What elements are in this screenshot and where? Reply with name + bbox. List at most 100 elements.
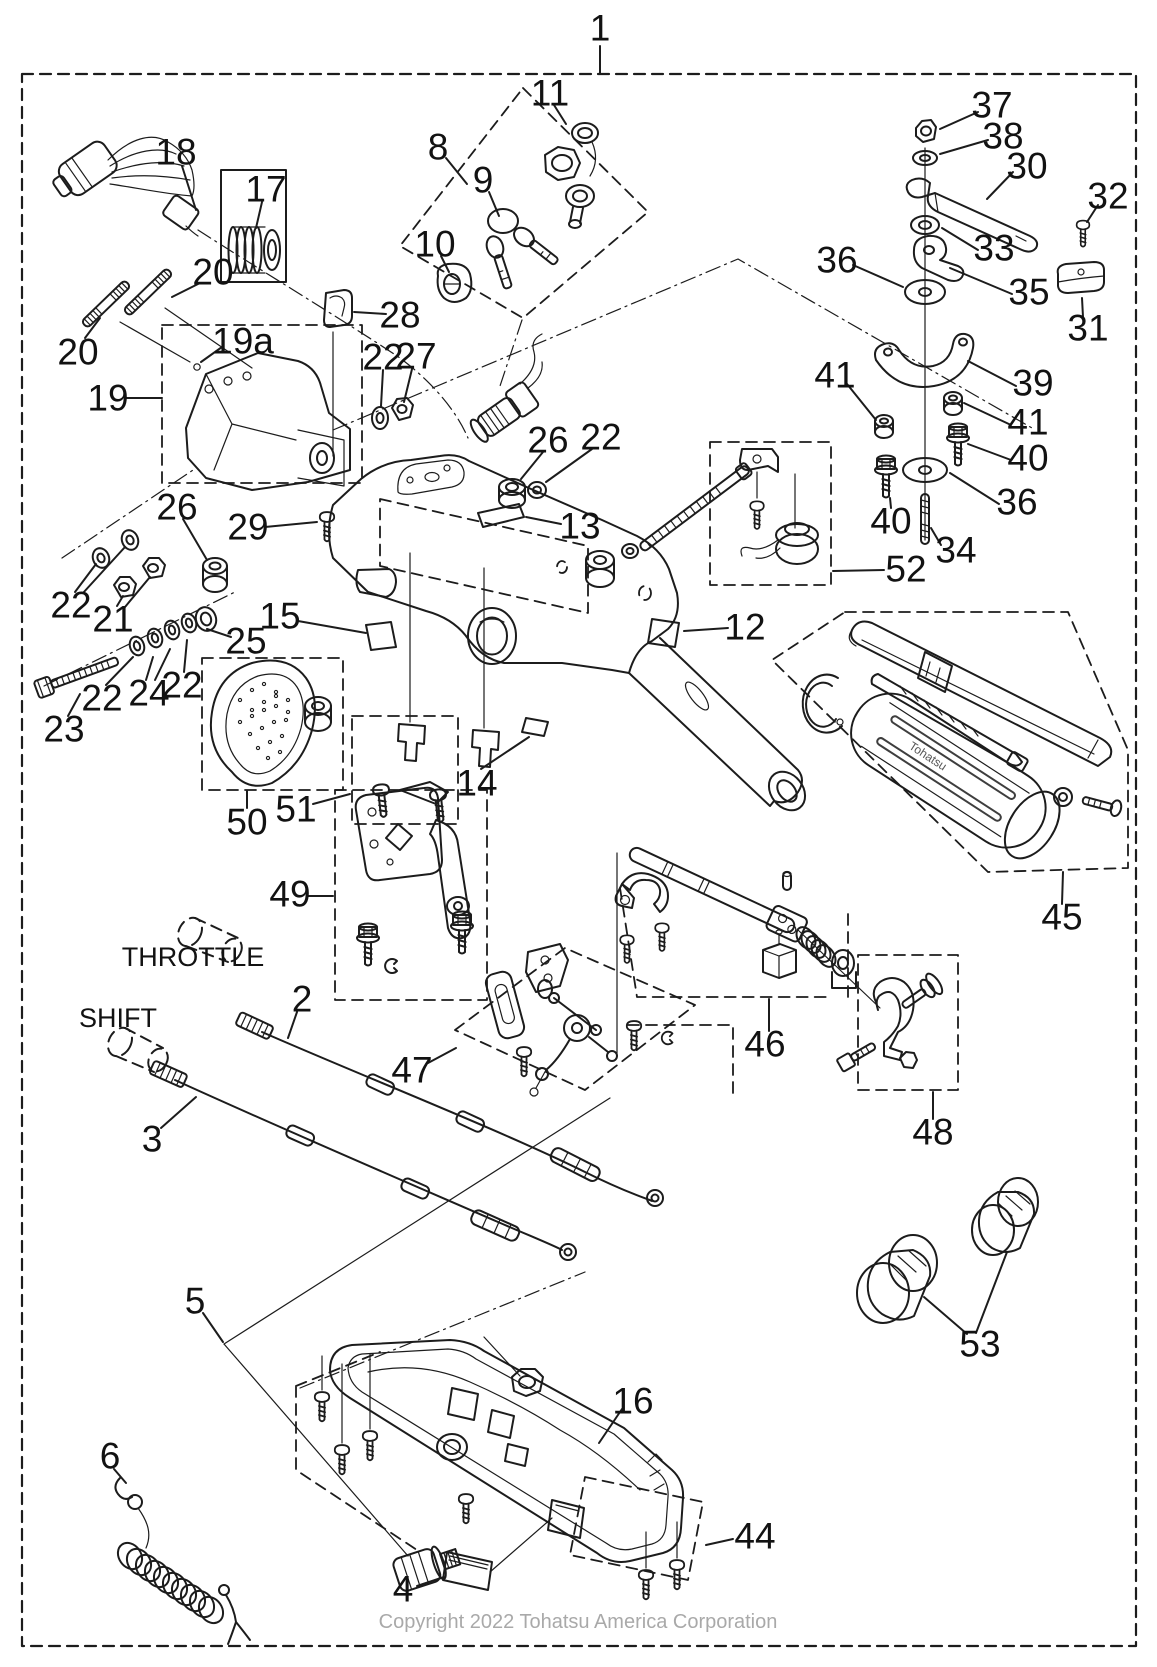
part-number-26: 26 <box>156 487 197 528</box>
left-fastener-cluster <box>33 529 228 699</box>
part-callout-48: 48 <box>912 1091 954 1153</box>
part-number-5: 5 <box>185 1281 206 1322</box>
cable-clamp <box>614 872 669 913</box>
grommet-17 <box>227 226 281 274</box>
cable-2 <box>235 1011 664 1207</box>
part-number-18: 18 <box>155 132 196 173</box>
lock-plug <box>392 1545 462 1592</box>
part-number-22: 22 <box>81 678 122 719</box>
washer-36-lower <box>902 457 948 483</box>
slider-block <box>762 929 797 979</box>
part-number-6: 6 <box>100 1436 121 1477</box>
part-number-32: 32 <box>1087 176 1128 217</box>
part-callout-28: 28 <box>353 295 421 336</box>
copyright-text: Copyright 2022 Tohatsu America Corporati… <box>379 1611 778 1633</box>
part-number-45: 45 <box>1041 897 1082 938</box>
cable-label-shift: SHIFT <box>79 1003 157 1033</box>
part-callout-21: 21 <box>92 576 151 640</box>
part-callout-36: 36 <box>949 472 1038 523</box>
part-callout-46: 46 <box>744 998 786 1065</box>
part-number-22: 22 <box>362 337 403 378</box>
part-number-3: 3 <box>142 1119 163 1160</box>
part-callout-50: 50 <box>226 790 268 843</box>
part-number-14: 14 <box>456 763 497 804</box>
washer-33 <box>910 215 940 235</box>
part-number-16: 16 <box>612 1381 653 1422</box>
part-callout-41: 41 <box>963 402 1049 443</box>
part-callout-47: 47 <box>391 1047 457 1091</box>
part-callout-3: 3 <box>142 1096 197 1160</box>
throttle-arm-49-group <box>334 781 488 1001</box>
link-47-group <box>454 943 696 1097</box>
bushing-41-right <box>943 391 963 416</box>
part-number-50: 50 <box>226 802 267 843</box>
stud-34 <box>920 493 930 545</box>
part-callout-2: 2 <box>287 979 313 1039</box>
part-number-21: 21 <box>92 599 133 640</box>
throttle-fitting-ghost <box>177 916 243 963</box>
mount-28 <box>323 289 353 328</box>
throttle-arm <box>848 620 1113 767</box>
part-number-41: 41 <box>814 355 855 396</box>
screw-29 <box>318 511 336 543</box>
tilt-lever-stack <box>874 119 1105 545</box>
part-callout-12: 12 <box>683 607 766 648</box>
part-number-39: 39 <box>1012 363 1053 404</box>
clips-51-group <box>351 715 500 825</box>
part-number-2: 2 <box>292 979 313 1020</box>
part-number-36: 36 <box>816 240 857 281</box>
part-callout-24: 24 <box>128 648 171 714</box>
screw-32 <box>1075 219 1091 248</box>
washer-36-upper <box>904 279 946 305</box>
ignition-switch <box>469 333 543 443</box>
pin <box>782 870 792 891</box>
button-10 <box>436 262 473 303</box>
part-callout-22: 22 <box>50 546 126 626</box>
part-callout-32: 32 <box>1086 176 1129 223</box>
part-callout-40: 40 <box>870 497 912 542</box>
part-number-47: 47 <box>391 1050 432 1091</box>
part-number-13: 13 <box>559 506 600 547</box>
stud-20-left <box>80 278 132 330</box>
cables-group <box>107 916 664 1261</box>
bolt-23 <box>33 656 119 699</box>
part-callout-4: 4 <box>393 1569 445 1610</box>
grip-45-group: Tohatsu <box>771 611 1129 873</box>
main-housing <box>328 454 807 812</box>
part-number-52: 52 <box>885 549 926 590</box>
part-callout-18: 18 <box>155 132 197 211</box>
trigger-50-group <box>201 657 344 791</box>
cable-3 <box>149 1060 577 1261</box>
nut-27 <box>391 397 414 421</box>
part-callout-31: 31 <box>1067 297 1109 349</box>
part-callout-16: 16 <box>598 1381 654 1444</box>
part-number-19a: 19a <box>212 321 274 362</box>
part-number-40: 40 <box>1007 438 1048 479</box>
bushing-41-left <box>874 414 894 439</box>
cap-11 <box>544 122 599 229</box>
part-callout-19a: 19a <box>200 321 274 363</box>
collar-25 <box>194 606 218 632</box>
part-number-40: 40 <box>870 501 911 542</box>
part-callout-26: 26 <box>520 420 569 480</box>
part-number-12: 12 <box>724 607 765 648</box>
part-number-8: 8 <box>428 127 449 168</box>
part-number-20: 20 <box>57 332 98 373</box>
part-callout-14: 14 <box>456 736 530 804</box>
cam-35 <box>912 234 965 282</box>
part-callout-35: 35 <box>949 267 1050 313</box>
keyset-group <box>399 87 649 319</box>
projection-lines <box>43 147 1033 1573</box>
center-small-parts <box>318 462 753 588</box>
part-number-34: 34 <box>935 530 976 571</box>
part-number-35: 35 <box>1008 272 1049 313</box>
part-number-22: 22 <box>161 665 202 706</box>
washer-38 <box>912 150 938 166</box>
part-callout-26: 26 <box>156 487 208 561</box>
bolt-40-left <box>874 454 898 499</box>
part-callout-51: 51 <box>275 789 351 830</box>
part-callout-1: 1 <box>590 8 610 75</box>
part-callout-17: 17 <box>245 169 287 229</box>
part-callout-22: 22 <box>545 417 622 483</box>
